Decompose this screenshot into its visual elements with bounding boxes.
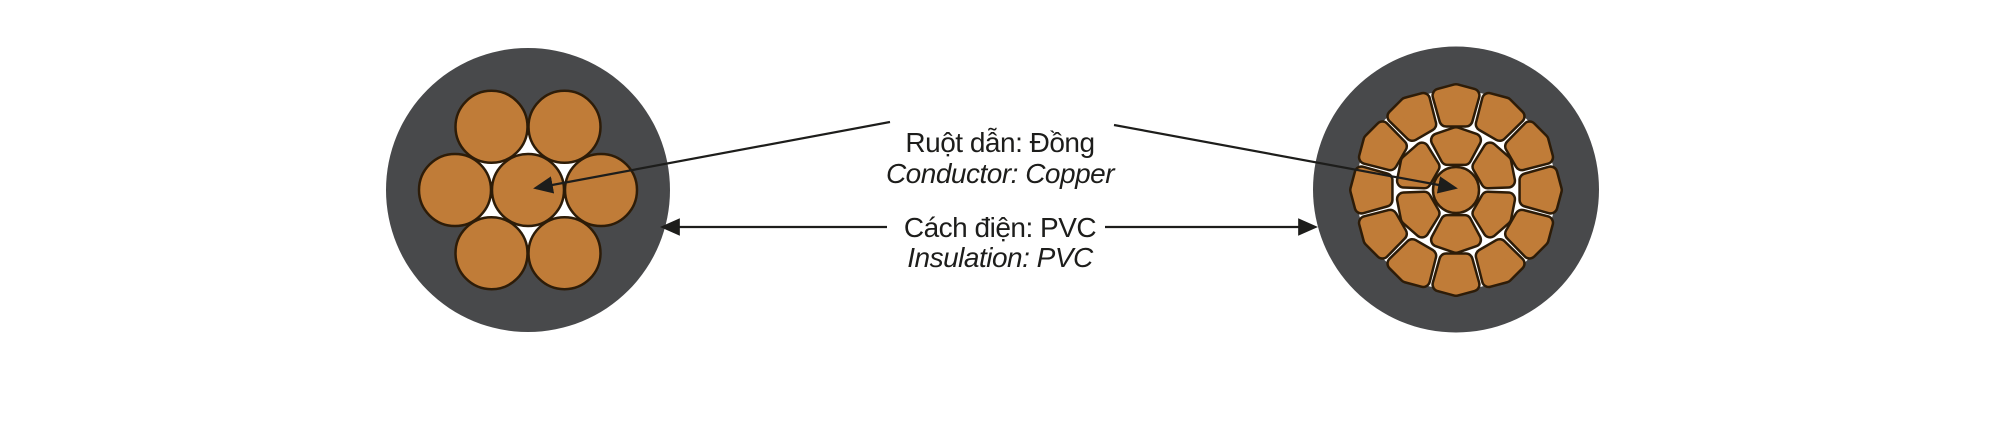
copper-strand [1431,165,1481,215]
copper-strand [1388,94,1435,140]
annotation-labels: Ruột dẫn: Đồng Conductor: Copper Cách đi… [886,127,1117,273]
copper-strand [1360,122,1406,169]
copper-strand [1473,193,1514,237]
conductor-label-en: Conductor: Copper [886,158,1116,189]
copper-strand [1433,254,1479,295]
conductor-label-vi: Ruột dẫn: Đồng [905,127,1094,158]
copper-strand [490,152,566,228]
copper-strand [1432,216,1480,252]
right-cable-cross-section [1313,46,1599,333]
left-cable-cross-section [386,48,670,332]
copper-strand [1506,211,1552,258]
insulation-label-vi: Cách điện: PVC [904,212,1096,243]
copper-strand [1398,143,1439,187]
copper-strand [1360,211,1406,258]
copper-strand [1432,128,1480,164]
right-conductor-strands [1349,83,1563,297]
copper-strand [1520,167,1561,213]
copper-strand [563,152,639,228]
copper-strand [1473,143,1514,187]
insulation-label-en: Insulation: PVC [907,242,1094,273]
copper-strand [527,215,602,291]
conductor-arrow-right [1113,123,1458,194]
copper-strand [1477,240,1524,286]
copper-strand [1398,193,1439,237]
copper-strand [1477,94,1524,140]
annotation-arrows [533,120,1458,236]
copper-strand [1506,122,1552,169]
copper-strand [454,215,529,291]
copper-strand [1388,240,1435,286]
copper-strand [1351,167,1392,213]
copper-strand [454,89,529,165]
copper-strand [1433,85,1479,126]
copper-strand [417,152,493,228]
conductor-arrow-left [533,120,891,194]
left-conductor-strands [417,89,639,291]
copper-strand [527,89,602,165]
